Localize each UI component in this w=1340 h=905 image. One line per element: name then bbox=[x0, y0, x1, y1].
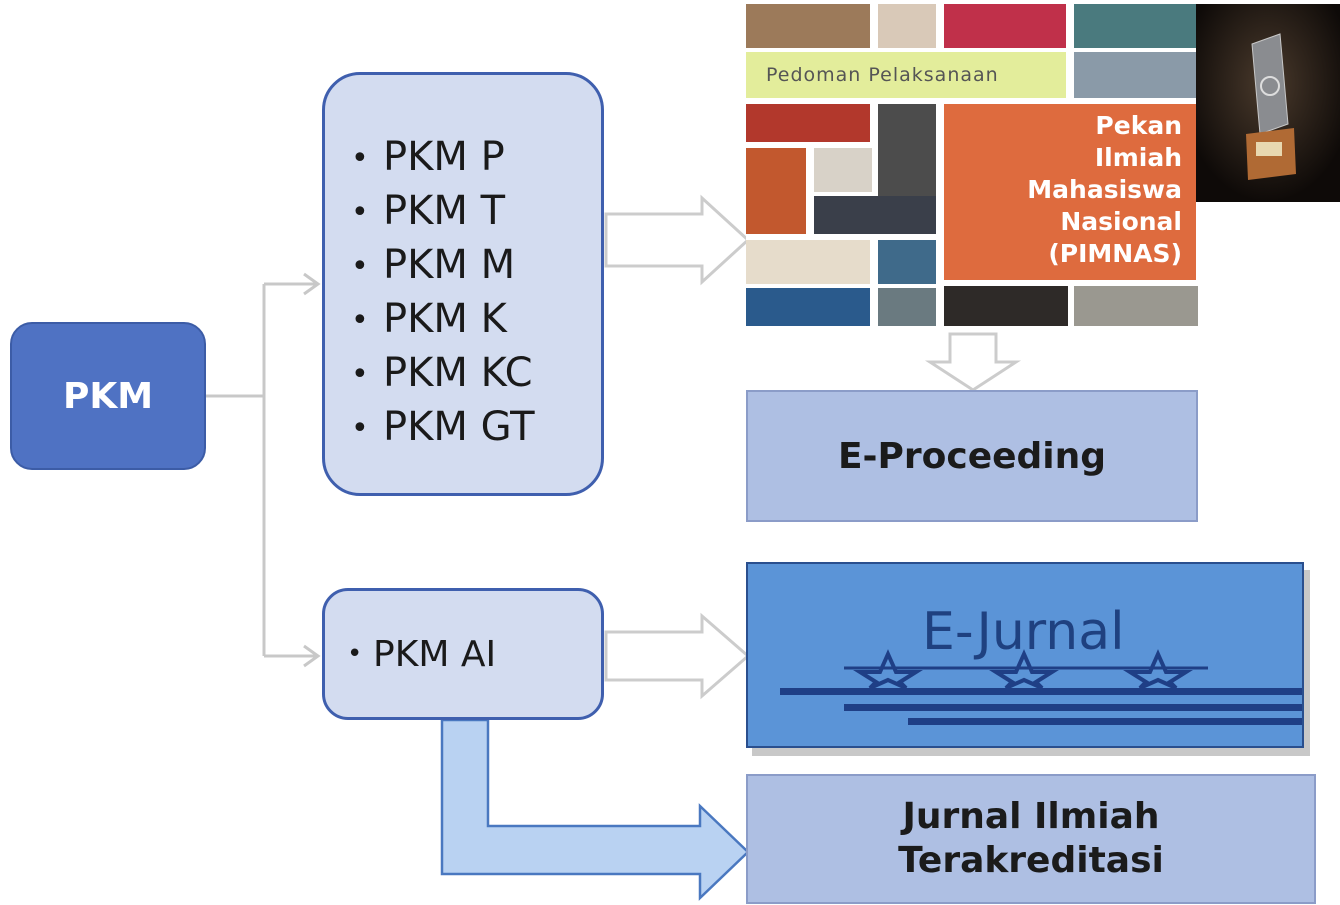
pkm-type-list: •PKM P •PKM T •PKM M •PKM K •PKM KC •PKM… bbox=[325, 75, 601, 455]
star-icon bbox=[989, 649, 1059, 690]
cover-header-band: Pedoman Pelaksanaan bbox=[746, 52, 1066, 98]
hollow-arrow-icon bbox=[604, 612, 751, 700]
star-icon bbox=[853, 649, 923, 690]
list-item: •PKM P bbox=[351, 134, 505, 180]
bullet: • bbox=[347, 639, 363, 669]
list-item: •PKM GT bbox=[351, 404, 535, 450]
hollow-arrow-icon bbox=[604, 194, 751, 286]
list-item: •PKM K bbox=[351, 296, 507, 342]
e-proceeding-label: E-Proceeding bbox=[837, 435, 1107, 477]
trophy-icon bbox=[1196, 4, 1340, 202]
cover-title-line: (PIMNAS) bbox=[1048, 239, 1182, 268]
cover-title-line: Ilmiah bbox=[1094, 143, 1182, 172]
e-jurnal-box: E-Jurnal bbox=[746, 562, 1304, 748]
pkm-ai-box: • PKM AI bbox=[322, 588, 604, 720]
e-jurnal-graphic bbox=[780, 649, 1302, 725]
e-proceeding-box: E-Proceeding bbox=[746, 390, 1198, 522]
trophy-photo bbox=[1196, 4, 1340, 202]
pkm-ai-label: PKM AI bbox=[373, 633, 497, 675]
cover-title-line: Nasional bbox=[1060, 207, 1182, 236]
star-icon bbox=[1123, 649, 1193, 690]
root-label: PKM bbox=[62, 375, 154, 417]
jurnal-label-line: Terakreditasi bbox=[898, 840, 1164, 881]
hollow-arrow-icon bbox=[924, 332, 1022, 392]
cover-header-text: Pedoman Pelaksanaan bbox=[766, 64, 999, 86]
bent-arrow-icon bbox=[440, 718, 750, 901]
pimnas-cover-image: Pedoman Pelaksanaan Pekan Ilmiah Mahasis… bbox=[746, 4, 1198, 326]
cover-title-line: Mahasiswa bbox=[1027, 175, 1182, 204]
cover-title-panel: Pekan Ilmiah Mahasiswa Nasional (PIMNAS) bbox=[944, 104, 1196, 280]
pkm-types-box: •PKM P •PKM T •PKM M •PKM K •PKM KC •PKM… bbox=[322, 72, 604, 496]
list-item: •PKM M bbox=[351, 242, 516, 288]
root-connectors bbox=[206, 272, 321, 668]
jurnal-label-line: Jurnal Ilmiah bbox=[902, 796, 1160, 837]
list-item: •PKM KC bbox=[351, 350, 533, 396]
cover-title-line: Pekan bbox=[1095, 111, 1182, 140]
jurnal-terakreditasi-box: Jurnal Ilmiah Terakreditasi bbox=[746, 774, 1316, 904]
root-node-pkm: PKM bbox=[10, 322, 206, 470]
list-item: •PKM T bbox=[351, 188, 506, 234]
